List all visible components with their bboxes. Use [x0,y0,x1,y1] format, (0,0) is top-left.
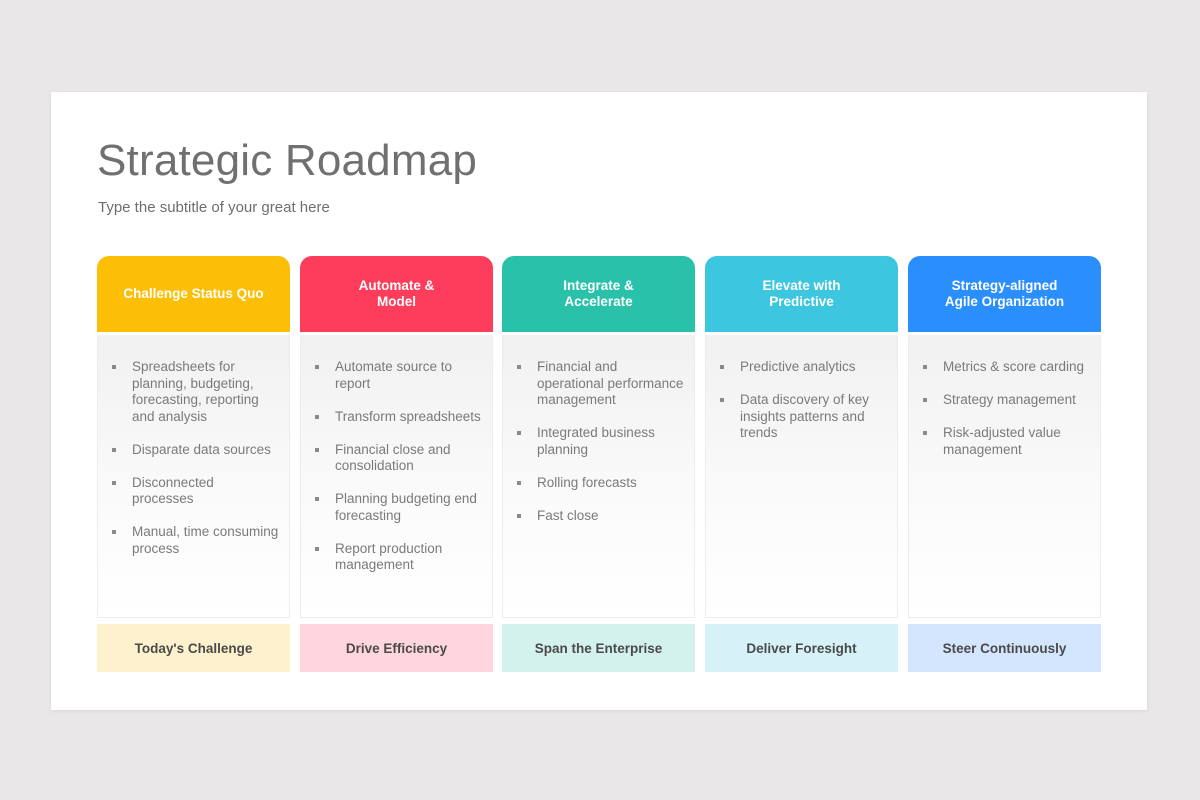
bullet-text: Financial close and consolidation [335,441,451,474]
bullet-text: Financial and operational performance ma… [537,359,684,407]
slide: Strategic Roadmap Type the subtitle of y… [51,92,1147,710]
bullet-item: Disconnected processes [112,475,279,508]
column-footer: Span the Enterprise [502,624,695,672]
square-bullet-icon [517,431,521,435]
bullet-item: Report production management [315,541,482,574]
square-bullet-icon [315,497,319,501]
bullet-text: Risk-adjusted value management [943,425,1061,457]
column-footer: Deliver Foresight [705,624,898,672]
square-bullet-icon [923,431,927,435]
column-header: Integrate & Accelerate [502,256,695,332]
bullet-text: Planning budgeting end forecasting [335,491,477,523]
roadmap-column-5: Strategy-aligned Agile Organization Metr… [908,256,1101,672]
bullet-item: Automate source to report [315,359,482,392]
bullet-item: Integrated business planning [517,425,684,458]
bullet-item: Transform spreadsheets [315,409,482,426]
bullet-text: Disparate data sources [132,441,271,457]
bullet-item: Fast close [517,508,684,525]
bullet-text: Automate source to report [335,359,453,391]
roadmap-column-1: Challenge Status Quo Spreadsheets for pl… [97,256,290,672]
column-body: Financial and operational performance ma… [502,335,695,618]
column-footer: Drive Efficiency [300,624,493,672]
bullet-text: Spreadsheets for planning, budgeting, fo… [132,359,259,424]
roadmap-column-3: Integrate & Accelerate Financial and ope… [502,256,695,672]
square-bullet-icon [720,365,724,369]
square-bullet-icon [923,365,927,369]
square-bullet-icon [315,414,319,419]
bullet-item: Spreadsheets for planning, budgeting, fo… [112,359,279,425]
bullet-text: Integrated business planning [537,425,655,457]
bullet-item: Rolling forecasts [517,475,684,492]
square-bullet-icon [315,447,319,452]
column-header: Strategy-aligned Agile Organization [908,256,1101,332]
square-bullet-icon [112,447,116,452]
bullet-text: Predictive analytics [740,359,856,374]
square-bullet-icon [112,480,116,485]
bullet-list: Financial and operational performance ma… [517,359,684,524]
column-header: Challenge Status Quo [97,256,290,332]
slide-subtitle: Type the subtitle of your great here [98,199,330,216]
slide-title: Strategic Roadmap [97,136,478,185]
bullet-text: Data discovery of key insights patterns … [740,392,870,440]
column-body: Spreadsheets for planning, budgeting, fo… [97,335,290,618]
square-bullet-icon [315,546,319,551]
bullet-text: Disconnected processes [132,474,214,507]
bullet-text: Metrics & score carding [943,359,1085,374]
bullet-text: Report production management [335,540,443,573]
square-bullet-icon [720,398,724,402]
bullet-item: Planning budgeting end forecasting [315,491,482,524]
square-bullet-icon [112,365,116,369]
bullet-text: Rolling forecasts [537,474,637,490]
bullet-text: Fast close [537,507,599,523]
bullet-item: Financial close and consolidation [315,442,482,475]
roadmap-column-2: Automate & Model Automate source to repo… [300,256,493,672]
bullet-text: Strategy management [943,392,1076,407]
bullet-item: Financial and operational performance ma… [517,359,684,409]
square-bullet-icon [315,365,319,369]
column-header: Automate & Model [300,256,493,332]
bullet-item: Strategy management [923,392,1090,409]
bullet-list: Spreadsheets for planning, budgeting, fo… [112,359,279,557]
bullet-item: Metrics & score carding [923,359,1090,376]
roadmap-column-4: Elevate with Predictive Predictive analy… [705,256,898,672]
bullet-item: Predictive analytics [720,359,887,376]
column-footer: Today's Challenge [97,624,290,672]
bullet-item: Disparate data sources [112,442,279,459]
square-bullet-icon [112,530,116,534]
column-header: Elevate with Predictive [705,256,898,332]
roadmap-columns: Challenge Status Quo Spreadsheets for pl… [97,256,1101,672]
column-footer: Steer Continuously [908,624,1101,672]
bullet-text: Transform spreadsheets [335,408,481,424]
square-bullet-icon [517,480,521,485]
bullet-item: Manual, time consuming process [112,524,279,557]
square-bullet-icon [923,398,927,402]
square-bullet-icon [517,513,521,518]
bullet-item: Data discovery of key insights patterns … [720,392,887,442]
bullet-item: Risk-adjusted value management [923,425,1090,458]
bullet-text: Manual, time consuming process [132,524,279,556]
square-bullet-icon [517,365,521,369]
